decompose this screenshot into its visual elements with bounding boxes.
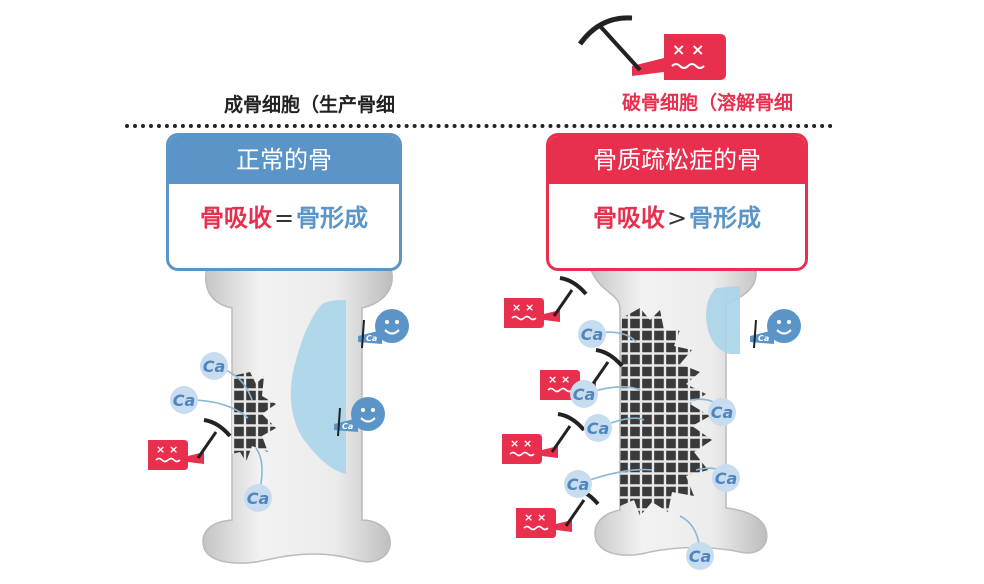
calcium-ion-icon: Ca <box>708 398 736 426</box>
osteoclast-legend-icon: × × <box>577 15 726 80</box>
calcium-ion-icon: Ca <box>170 386 198 414</box>
panel-title: 正常的骨 <box>169 136 399 184</box>
svg-text:× ×: × × <box>510 437 532 450</box>
svg-text:Ca: Ca <box>758 334 769 343</box>
svg-text:× ×: × × <box>512 301 534 314</box>
calcium-label: Ca <box>581 325 604 344</box>
calcium-ion-icon: Ca <box>244 484 272 512</box>
calcium-label: Ca <box>203 357 226 376</box>
formation-term: 骨形成 <box>296 204 369 232</box>
resorption-term: 骨吸收 <box>592 204 665 232</box>
calcium-label: Ca <box>587 419 610 438</box>
svg-text:× ×: × × <box>156 443 178 456</box>
calcium-ion-icon: Ca <box>564 470 592 498</box>
calcium-label: Ca <box>715 469 738 488</box>
calcium-ion-icon: Ca <box>570 380 598 408</box>
small-formation-area <box>706 286 740 354</box>
calcium-ion-icon: Ca <box>200 352 228 380</box>
osteoporotic-bone <box>587 247 768 556</box>
divider-dotted-line <box>125 124 833 128</box>
calcium-ion-icon: Ca <box>578 320 606 348</box>
calcium-label: Ca <box>173 391 196 410</box>
calcium-ion-icon: Ca <box>686 542 714 570</box>
normal-bone-panel: 正常的骨 骨吸收=骨形成 <box>166 133 402 271</box>
panel-title: 骨质疏松症的骨 <box>549 136 805 184</box>
equation-operator: = <box>273 204 295 232</box>
osteoblast-label: 成骨细胞（生产骨细 <box>224 94 396 116</box>
svg-text:Ca: Ca <box>366 334 377 343</box>
equation-operator: > <box>666 204 688 232</box>
pickaxe-osteoclast-icon: × × <box>504 276 588 328</box>
formation-term: 骨形成 <box>689 204 762 232</box>
smiley-osteoblast-icon: Ca <box>750 309 801 349</box>
svg-text:× ×: × × <box>672 40 704 59</box>
imbalance-equation: 骨吸收>骨形成 <box>549 198 805 233</box>
smiley-osteoblast-icon: Ca <box>358 309 409 349</box>
normal-bone <box>202 249 393 564</box>
calcium-label: Ca <box>567 475 590 494</box>
osteoporosis-panel: 骨质疏松症的骨 骨吸收>骨形成 <box>546 133 808 271</box>
resorption-term: 骨吸收 <box>199 204 272 232</box>
calcium-label: Ca <box>247 489 270 508</box>
calcium-ion-icon: Ca <box>712 464 740 492</box>
pickaxe-osteoclast-icon: × × <box>148 418 232 470</box>
new-bone-formation-area <box>290 300 346 474</box>
svg-text:Ca: Ca <box>342 422 353 431</box>
balance-equation: 骨吸收=骨形成 <box>169 198 399 233</box>
large-resorption-cavity <box>620 308 712 516</box>
smiley-osteoblast-icon: Ca <box>334 397 385 437</box>
osteoclast-label: 破骨细胞（溶解骨细 <box>622 92 794 114</box>
calcium-label: Ca <box>689 547 712 566</box>
svg-text:× ×: × × <box>548 373 570 386</box>
resorption-cavity <box>232 372 276 462</box>
calcium-label: Ca <box>573 385 596 404</box>
calcium-label: Ca <box>711 403 734 422</box>
pickaxe-osteoclast-icon: × × <box>502 412 586 464</box>
svg-text:× ×: × × <box>524 511 546 524</box>
calcium-ion-icon: Ca <box>584 414 612 442</box>
